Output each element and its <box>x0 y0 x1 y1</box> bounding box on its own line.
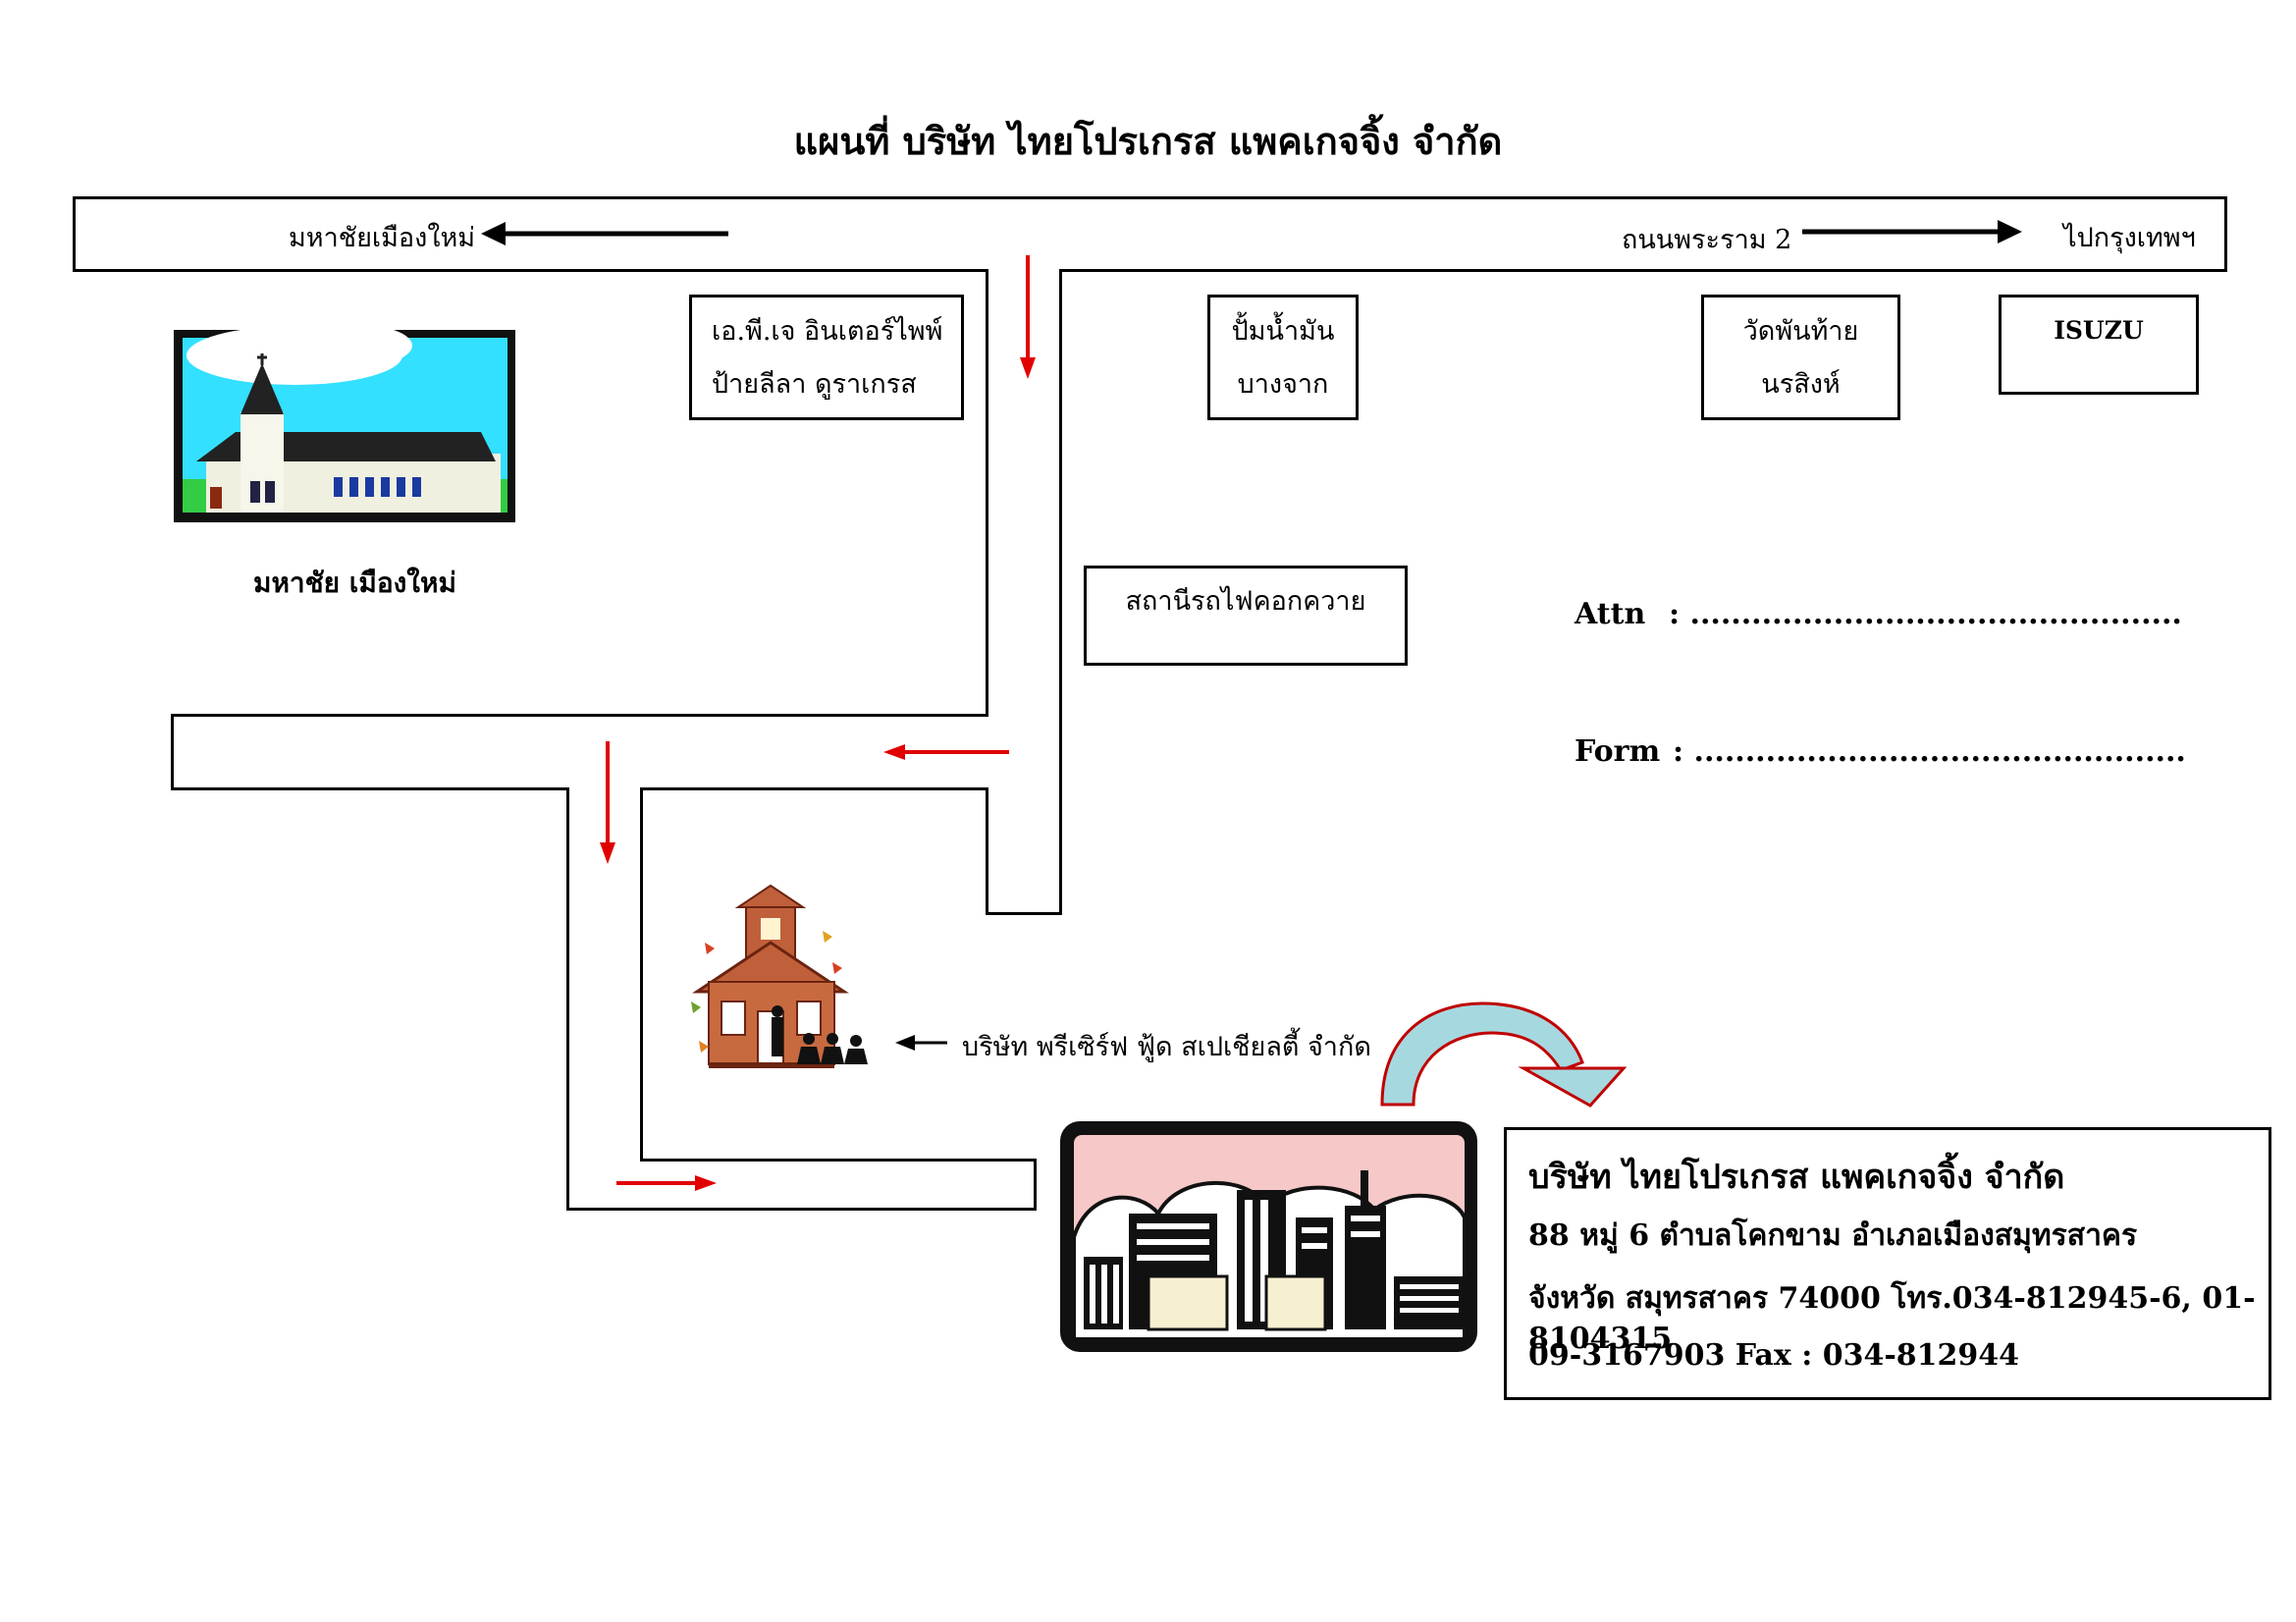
schoolhouse-illustration <box>691 884 868 1068</box>
company-info-box: บริษัท ไทยโปรเกรส แพคเกจจิ้ง จำกัด 88 หม… <box>1504 1127 2271 1400</box>
curved-arrow-icon <box>1380 1001 1628 1108</box>
road-name-label: ถนนพระราม 2 <box>1622 225 1792 255</box>
train-station-box: สถานีรถไฟคอกควาย <box>1084 566 1408 666</box>
train-station-label: สถานีรถไฟคอกควาย <box>1125 586 1366 617</box>
route-arrow-down-2 <box>600 741 615 864</box>
isuzu-label: ISUZU <box>2054 316 2144 345</box>
attn-field[interactable]: : ......................................… <box>1669 597 2182 631</box>
gas-station-box: ปั้มน้ำมัน บางจาก <box>1207 295 1359 420</box>
church-illustration <box>174 324 515 522</box>
from-label: Form <box>1575 734 1661 769</box>
left-destination-label: มหาชัยเมืองใหม่ <box>289 223 476 253</box>
vertical-road-lower <box>566 787 643 1211</box>
company-contact-line: 09-3167903 Fax : 034-812944 <box>1528 1338 2020 1373</box>
apj-line-2: ป้ายลีลา ดูราเกรส <box>712 369 917 400</box>
attn-label: Attn <box>1575 597 1646 631</box>
right-destination-label: ไปกรุงเทพฯ <box>2063 223 2196 253</box>
gas-station-line-1: ปั้มน้ำมัน <box>1231 316 1335 347</box>
temple-line-1: วัดพันท้าย <box>1742 316 1859 347</box>
right-direction-arrow <box>1802 220 2022 243</box>
from-field[interactable]: : ......................................… <box>1673 734 2186 769</box>
company-address-line-1: 88 หมู่ 6 ตำบลโคกขาม อำเภอเมืองสมุทรสาคร <box>1528 1218 2138 1253</box>
mahachai-caption: มหาชัย เมืองใหม่ <box>253 567 456 599</box>
company-name: บริษัท ไทยโปรเกรส แพคเกจจิ้ง จำกัด <box>1528 1158 2065 1197</box>
city-skyline-illustration <box>1060 1121 1477 1352</box>
route-arrow-down-1 <box>1020 255 1036 379</box>
company-address-line-2: จังหวัด สมุทรสาคร 74000 โทร.034-812945-6… <box>1528 1281 2256 1356</box>
left-direction-arrow <box>481 222 728 245</box>
apj-line-1: เอ.พี.เจ อินเตอร์ไพพ์ <box>712 316 943 347</box>
gas-station-line-2: บางจาก <box>1237 369 1329 400</box>
preserve-pointer-arrow <box>895 1035 947 1051</box>
vertical-road-main <box>986 269 1062 915</box>
page-title: แผนที่ บริษัท ไทยโปรเกรส แพคเกจจิ้ง จำกั… <box>793 119 1503 163</box>
preserve-food-label: บริษัท พรีเซิร์ฟ ฟู้ด สเปเชียลตี้ จำกัด <box>962 1032 1371 1062</box>
route-arrow-left <box>883 744 1009 760</box>
apj-landmark-box: เอ.พี.เจ อินเตอร์ไพพ์ ป้ายลีลา ดูราเกรส <box>689 295 964 420</box>
temple-line-2: นรสิงห์ <box>1761 369 1841 400</box>
route-arrow-right <box>616 1175 717 1191</box>
isuzu-box: ISUZU <box>1999 295 2199 395</box>
temple-box: วัดพันท้าย นรสิงห์ <box>1701 295 1900 420</box>
